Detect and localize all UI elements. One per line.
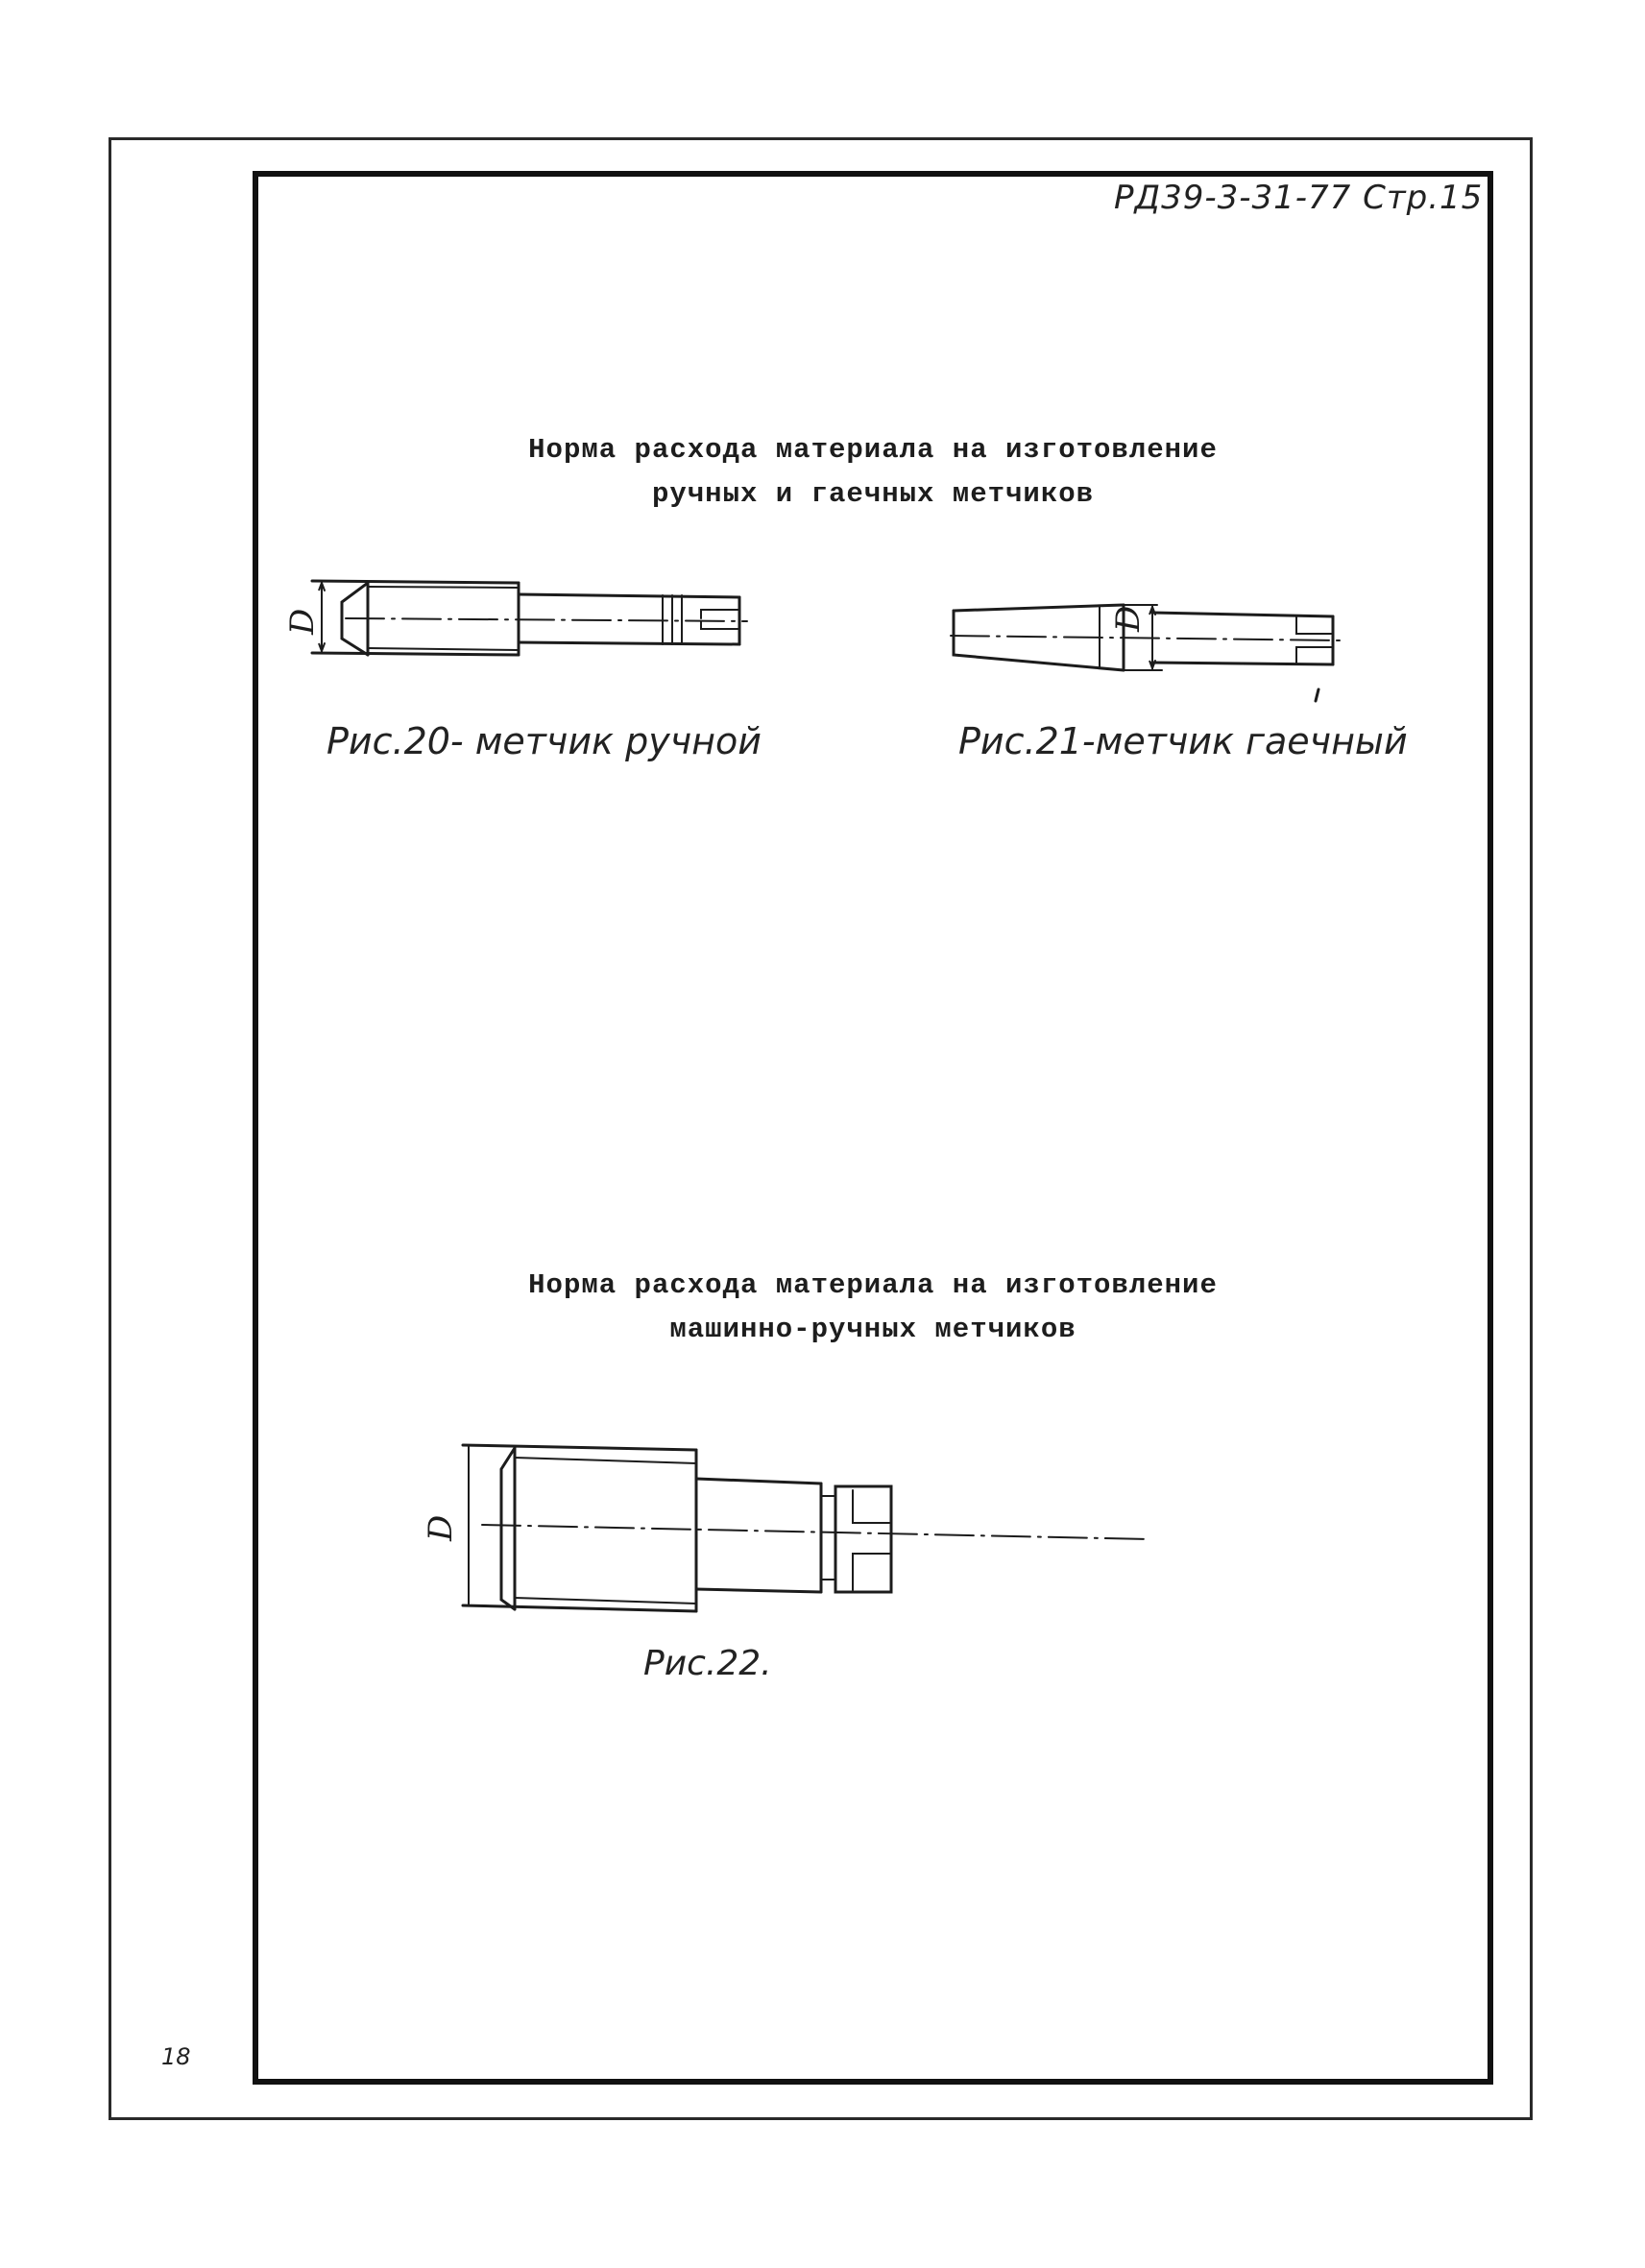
page-number: 18 bbox=[161, 2043, 191, 2070]
dimension-label-d: D bbox=[283, 609, 322, 636]
figure-21-nut-tap-drawing: D bbox=[950, 603, 1341, 703]
section2-heading: Норма расхода материала на изготовление … bbox=[253, 1264, 1493, 1352]
section2-title-line1: Норма расхода материала на изготовление bbox=[528, 1269, 1218, 1301]
dimension-label-d: D bbox=[422, 1515, 460, 1542]
figure-20-hand-tap-drawing: D bbox=[283, 579, 748, 657]
figure-22-machine-hand-tap-drawing: D bbox=[422, 1443, 1149, 1613]
drawing-frame bbox=[253, 171, 1493, 2085]
figure-21-caption: Рис.21-метчик гаечный bbox=[958, 720, 1408, 762]
figure-22-caption: Рис.22. bbox=[643, 1644, 772, 1683]
section1-title-line1: Норма расхода материала на изготовление bbox=[528, 434, 1218, 466]
section2-title-line2: машинно-ручных метчиков bbox=[669, 1314, 1077, 1345]
figure-20-caption: Рис.20- метчик ручной bbox=[327, 720, 762, 762]
section1-title-line2: ручных и гаечных метчиков bbox=[651, 478, 1095, 510]
outer-page-border bbox=[109, 137, 1533, 2120]
dimension-label-d: D bbox=[1109, 606, 1148, 633]
document-code: РД39-3-31-77 Стр.15 bbox=[1114, 179, 1484, 217]
section1-heading: Норма расхода материала на изготовление … bbox=[253, 428, 1493, 517]
